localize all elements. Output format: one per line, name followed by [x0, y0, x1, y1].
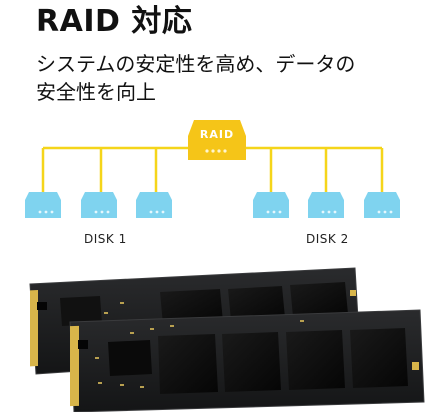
disk-icon: [136, 192, 172, 218]
disk-icon: [308, 192, 344, 218]
disk2-group: [253, 192, 400, 218]
raid-controller-icon: RAID: [188, 120, 246, 160]
subtitle-line-1: システムの安定性を高め、データの: [36, 52, 356, 76]
disk1-group: [25, 192, 172, 218]
ssd-board-front: [69, 309, 425, 412]
subtitle-line-2: 安全性を向上: [36, 80, 156, 104]
disk-icon: [253, 192, 289, 218]
disk1-label: DISK 1: [84, 232, 127, 246]
disk2-label: DISK 2: [306, 232, 349, 246]
subtitle: システムの安定性を高め、データの 安全性を向上: [36, 50, 355, 106]
page-title: RAID 対応: [36, 4, 193, 39]
raid-controller-label: RAID: [200, 128, 234, 141]
raid-diagram: RAID: [25, 120, 400, 218]
ssd-modules-image: [29, 267, 425, 412]
disk-icon: [25, 192, 61, 218]
disk-icon: [81, 192, 117, 218]
disk-icon: [364, 192, 400, 218]
